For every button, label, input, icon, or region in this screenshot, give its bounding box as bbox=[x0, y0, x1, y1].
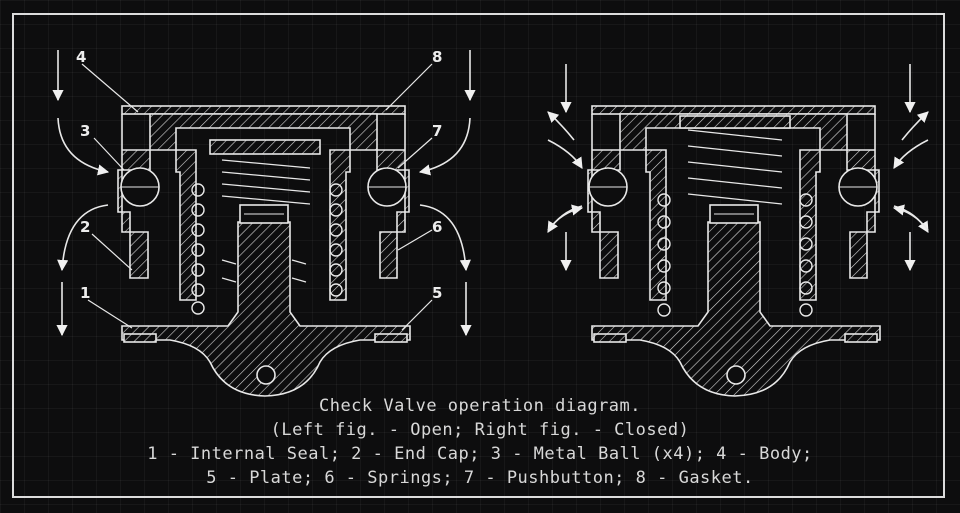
stem-left bbox=[121, 221, 411, 397]
sleeve-left-l bbox=[175, 149, 197, 301]
stem-hole-left bbox=[256, 365, 276, 385]
callout-8: 8 bbox=[432, 48, 442, 66]
sleeve-right-l bbox=[645, 149, 667, 301]
flow-arrow-right-2 bbox=[418, 117, 471, 176]
right-figure-closed bbox=[547, 64, 929, 397]
caption-title: Check Valve operation diagram. bbox=[318, 396, 642, 416]
seal-right-a bbox=[593, 333, 627, 343]
callout-1: 1 bbox=[80, 284, 90, 302]
flow-deflect-left-3 bbox=[547, 139, 583, 169]
spring-right-stack bbox=[657, 193, 813, 317]
leader-5 bbox=[401, 299, 433, 331]
seal-left-a bbox=[123, 333, 157, 343]
pushbutton-cap-right bbox=[679, 115, 791, 129]
seal-right-b bbox=[844, 333, 878, 343]
flow-arrow-right-3 bbox=[419, 204, 471, 272]
leader-8 bbox=[385, 63, 433, 111]
flow-deflect-right-6 bbox=[892, 204, 929, 231]
stem-right bbox=[591, 221, 881, 397]
leader-7 bbox=[397, 137, 433, 169]
body-left-wall-right bbox=[376, 114, 410, 279]
flow-deflect-left-6 bbox=[547, 204, 584, 231]
drawing-border bbox=[12, 13, 945, 498]
body-left-wall-left bbox=[117, 114, 151, 279]
callout-3: 3 bbox=[80, 122, 90, 140]
leader-4 bbox=[81, 63, 139, 113]
left-figure-open bbox=[52, 50, 476, 397]
caption-legend-line1: 1 - Internal Seal; 2 - End Cap; 3 - Meta… bbox=[147, 444, 813, 464]
body-right-wall-left bbox=[587, 114, 621, 279]
seal-left-b bbox=[374, 333, 408, 343]
callout-6: 6 bbox=[432, 218, 442, 236]
flow-deflect-left-2 bbox=[547, 111, 575, 141]
stem-hole-right bbox=[726, 365, 746, 385]
flow-arrow-left-3 bbox=[57, 204, 109, 272]
spring-left-stack bbox=[191, 183, 343, 315]
callout-5: 5 bbox=[432, 284, 442, 302]
leader-3 bbox=[93, 137, 125, 171]
caption-legend-line2: 5 - Plate; 6 - Springs; 7 - Pushbutton; … bbox=[206, 468, 754, 488]
callout-2: 2 bbox=[80, 218, 90, 236]
inner-spring-left bbox=[221, 159, 311, 283]
inner-spring-right bbox=[687, 129, 783, 205]
gasket-right bbox=[591, 105, 876, 115]
flow-deflect-right-2 bbox=[901, 111, 929, 141]
body-left-top bbox=[149, 113, 378, 151]
callout-7: 7 bbox=[432, 122, 442, 140]
body-right-wall-right bbox=[846, 114, 880, 279]
flow-arrow-left-2 bbox=[57, 117, 110, 176]
callout-4: 4 bbox=[76, 48, 86, 66]
gasket-left bbox=[121, 105, 406, 115]
sleeve-right-r bbox=[799, 149, 821, 301]
leader-6 bbox=[397, 229, 433, 251]
flow-deflect-right-3 bbox=[893, 139, 929, 169]
leader-1 bbox=[87, 299, 133, 329]
pushbutton-cap-left bbox=[209, 139, 321, 155]
leader-2 bbox=[91, 233, 133, 271]
caption-subtitle: (Left fig. - Open; Right fig. - Closed) bbox=[270, 420, 690, 440]
